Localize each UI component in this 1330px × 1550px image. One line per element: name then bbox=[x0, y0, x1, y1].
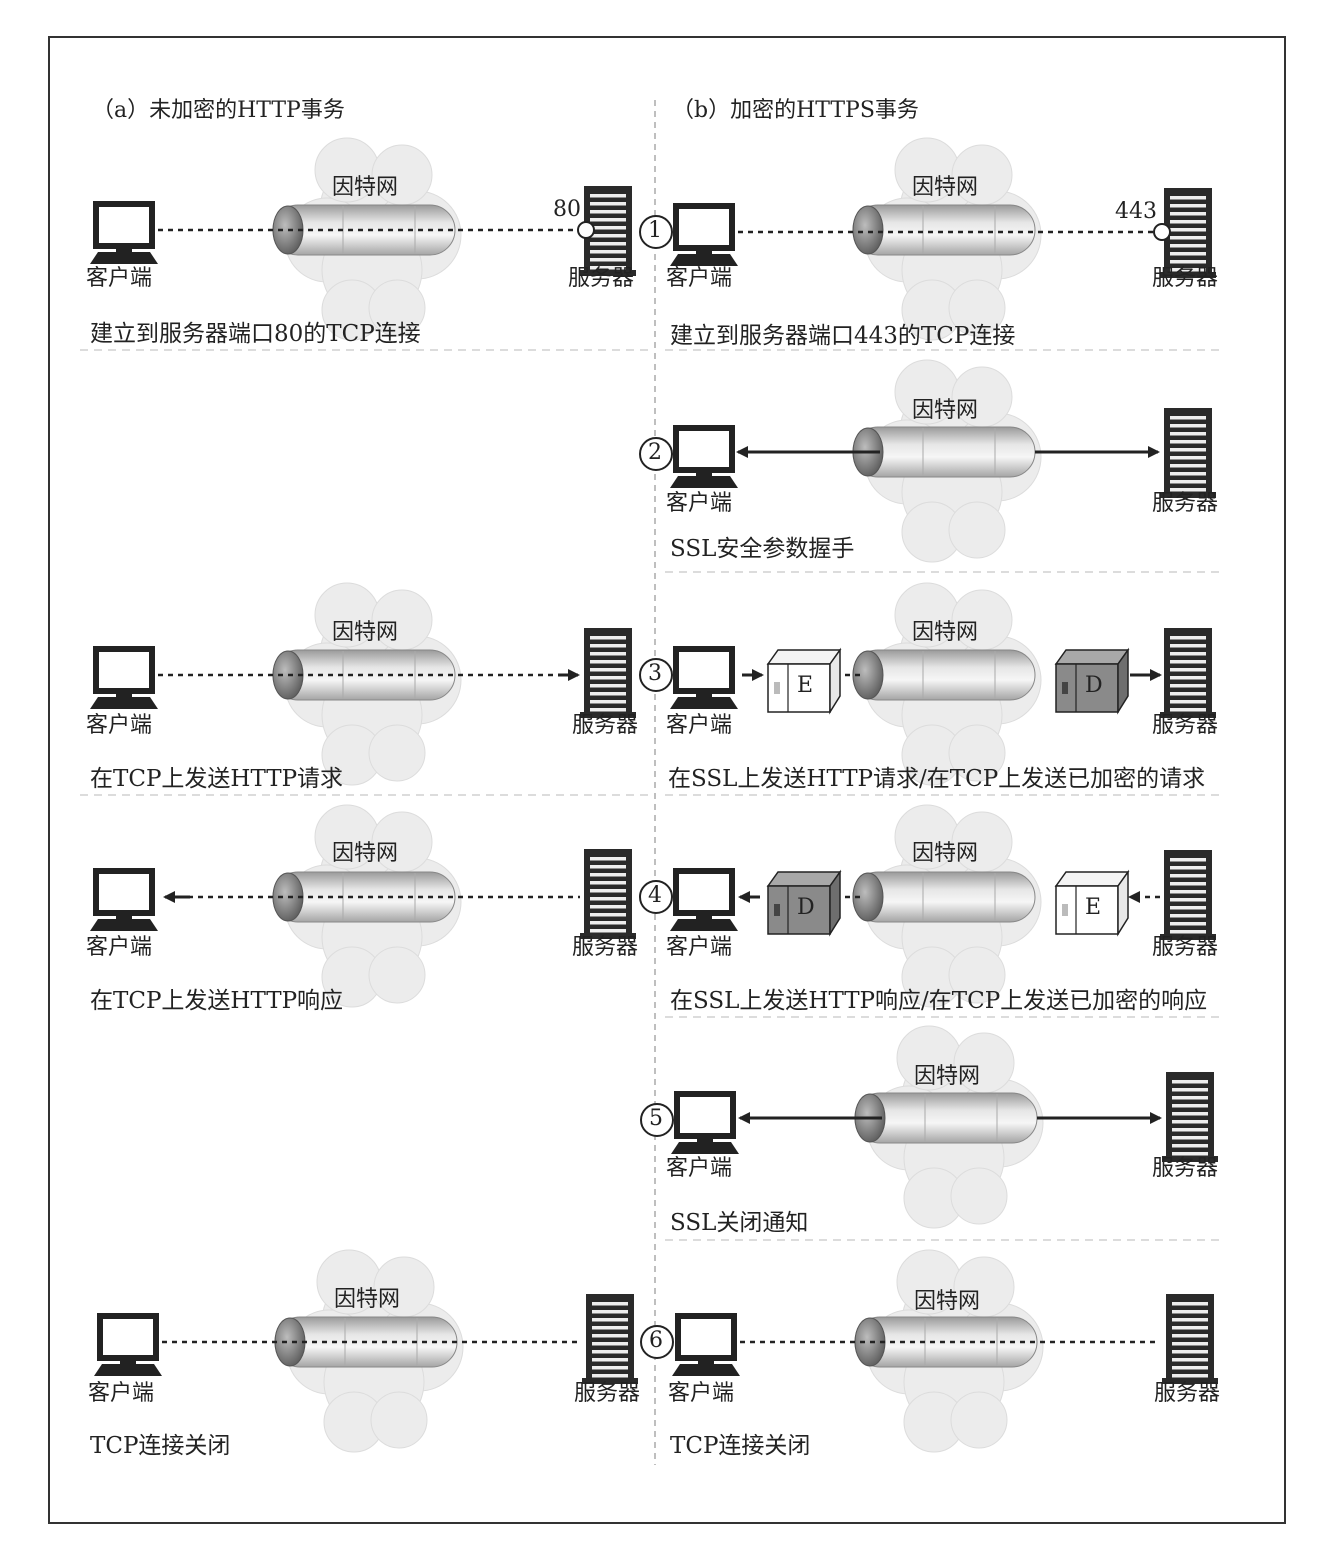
server-label: 服务器 bbox=[568, 266, 635, 291]
panel-a-title: （a）未加密的HTTP事务 bbox=[92, 98, 345, 123]
encrypted-data-box bbox=[766, 647, 842, 715]
decrypt-box-letter: D bbox=[1085, 673, 1103, 698]
port-443-socket bbox=[1153, 223, 1171, 241]
server-icon bbox=[1162, 1294, 1218, 1384]
step-6-a-caption: TCP连接关闭 bbox=[90, 1433, 231, 1459]
server-label: 服务器 bbox=[574, 1381, 641, 1406]
client-computer-icon bbox=[90, 201, 158, 264]
encrypted-data-box bbox=[1054, 869, 1130, 937]
internet-tube bbox=[852, 204, 1036, 256]
server-icon bbox=[1160, 408, 1216, 498]
port-80-label: 80 bbox=[553, 197, 581, 222]
step-number-circle bbox=[640, 1325, 674, 1359]
step-4-a-caption: 在TCP上发送HTTP响应 bbox=[90, 988, 344, 1014]
step-number-circle bbox=[639, 880, 673, 914]
step-1-a-caption: 建立到服务器端口80的TCP连接 bbox=[90, 321, 421, 347]
client-computer-icon bbox=[670, 646, 738, 709]
figure-frame bbox=[48, 36, 1286, 1524]
client-computer-icon bbox=[670, 425, 738, 488]
internet-tube bbox=[852, 649, 1036, 701]
step-1-b-caption: 建立到服务器端口443的TCP连接 bbox=[670, 323, 1016, 349]
step-5-b-caption: SSL关闭通知 bbox=[670, 1210, 809, 1236]
server-icon bbox=[1162, 1072, 1218, 1162]
internet-tube bbox=[854, 1092, 1038, 1144]
step-2-b-caption: SSL安全参数握手 bbox=[670, 536, 855, 562]
client-computer-icon bbox=[670, 203, 738, 266]
step-number-1: 1 bbox=[648, 218, 662, 243]
server-label: 服务器 bbox=[572, 935, 639, 960]
server-icon bbox=[1160, 850, 1216, 940]
step-number-2: 2 bbox=[648, 440, 662, 465]
client-label: 客户端 bbox=[666, 266, 733, 291]
server-label: 服务器 bbox=[1154, 1381, 1221, 1406]
internet-tube bbox=[852, 871, 1036, 923]
step-3-b-caption: 在SSL上发送HTTP请求/在TCP上发送已加密的请求 bbox=[668, 766, 1206, 792]
internet-label: 因特网 bbox=[334, 1287, 401, 1312]
step-number-circle bbox=[639, 658, 673, 692]
step-number-circle bbox=[639, 215, 673, 249]
server-icon bbox=[1160, 628, 1216, 718]
client-label: 客户端 bbox=[666, 491, 733, 516]
encrypt-box-letter: E bbox=[1085, 895, 1102, 920]
client-computer-icon bbox=[670, 868, 738, 931]
step-3-a-caption: 在TCP上发送HTTP请求 bbox=[90, 766, 344, 792]
client-computer-icon bbox=[90, 868, 158, 931]
internet-label: 因特网 bbox=[912, 620, 979, 645]
client-label: 客户端 bbox=[666, 713, 733, 738]
client-computer-icon bbox=[672, 1313, 740, 1376]
server-icon bbox=[580, 628, 636, 718]
internet-tube bbox=[854, 1316, 1038, 1368]
client-computer-icon bbox=[94, 1313, 162, 1376]
encrypt-box-letter: E bbox=[797, 673, 814, 698]
internet-label: 因特网 bbox=[912, 175, 979, 200]
decrypted-data-box bbox=[1054, 647, 1130, 715]
server-label: 服务器 bbox=[1152, 266, 1219, 291]
step-number-circle bbox=[639, 437, 673, 471]
server-label: 服务器 bbox=[1152, 713, 1219, 738]
client-label: 客户端 bbox=[86, 935, 153, 960]
internet-label: 因特网 bbox=[332, 175, 399, 200]
internet-label: 因特网 bbox=[912, 398, 979, 423]
step-number-3: 3 bbox=[648, 661, 662, 686]
server-icon bbox=[580, 849, 636, 939]
step-6-b-caption: TCP连接关闭 bbox=[670, 1433, 811, 1459]
server-icon bbox=[582, 1294, 638, 1384]
client-label: 客户端 bbox=[86, 713, 153, 738]
internet-label: 因特网 bbox=[332, 620, 399, 645]
internet-label: 因特网 bbox=[912, 841, 979, 866]
client-computer-icon bbox=[671, 1091, 739, 1154]
client-label: 客户端 bbox=[668, 1381, 735, 1406]
port-80-socket bbox=[577, 221, 595, 239]
step-number-4: 4 bbox=[648, 883, 662, 908]
server-label: 服务器 bbox=[1152, 491, 1219, 516]
client-label: 客户端 bbox=[88, 1381, 155, 1406]
internet-label: 因特网 bbox=[914, 1289, 981, 1314]
server-label: 服务器 bbox=[1152, 1156, 1219, 1181]
port-443-label: 443 bbox=[1115, 199, 1157, 224]
panel-b-title: （b）加密的HTTPS事务 bbox=[672, 98, 919, 123]
client-computer-icon bbox=[90, 646, 158, 709]
server-label: 服务器 bbox=[1152, 935, 1219, 960]
client-label: 客户端 bbox=[666, 935, 733, 960]
decrypt-box-letter: D bbox=[797, 895, 815, 920]
internet-label: 因特网 bbox=[914, 1064, 981, 1089]
client-label: 客户端 bbox=[86, 266, 153, 291]
step-number-5: 5 bbox=[649, 1106, 663, 1131]
internet-label: 因特网 bbox=[332, 841, 399, 866]
server-label: 服务器 bbox=[572, 713, 639, 738]
server-icon bbox=[580, 186, 636, 276]
step-number-6: 6 bbox=[649, 1328, 663, 1353]
client-label: 客户端 bbox=[666, 1156, 733, 1181]
server-icon bbox=[1160, 188, 1216, 278]
step-4-b-caption: 在SSL上发送HTTP响应/在TCP上发送已加密的响应 bbox=[670, 988, 1208, 1014]
decrypted-data-box bbox=[766, 869, 842, 937]
internet-tube bbox=[852, 426, 1036, 478]
step-number-circle bbox=[640, 1103, 674, 1137]
